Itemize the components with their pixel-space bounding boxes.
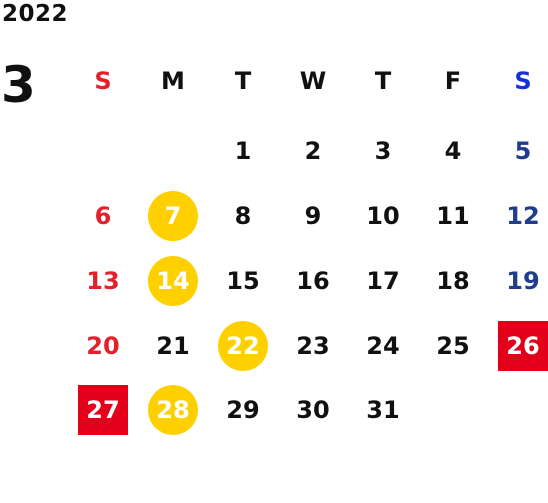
day-cell-highlighted[interactable]: 28 (148, 385, 198, 435)
day-cell[interactable]: 24 (366, 332, 400, 360)
day-cell[interactable]: 12 (506, 202, 540, 230)
day-cell[interactable]: 25 (436, 332, 470, 360)
weekday-header-thu: T (374, 67, 392, 95)
day-cell[interactable]: 9 (304, 202, 322, 230)
day-cell[interactable]: 30 (296, 396, 330, 424)
day-cell[interactable]: 15 (226, 267, 260, 295)
weekday-header-tue: T (234, 67, 252, 95)
weekday-header-sat: S (514, 67, 532, 95)
day-cell[interactable]: 1 (234, 137, 252, 165)
day-cell[interactable]: 16 (296, 267, 330, 295)
day-cell[interactable]: 17 (366, 267, 400, 295)
day-cell-highlighted[interactable]: 7 (148, 191, 198, 241)
day-cell-highlighted[interactable]: 22 (218, 321, 268, 371)
day-cell[interactable]: 10 (366, 202, 400, 230)
day-cell[interactable]: 20 (86, 332, 120, 360)
day-cell[interactable]: 29 (226, 396, 260, 424)
day-cell[interactable]: 8 (234, 202, 252, 230)
day-cell[interactable]: 23 (296, 332, 330, 360)
day-cell-holiday[interactable]: 27 (78, 385, 128, 435)
day-cell[interactable]: 2 (304, 137, 322, 165)
day-cell[interactable]: 6 (94, 202, 112, 230)
day-cell[interactable]: 19 (506, 267, 540, 295)
weekday-header-sun: S (94, 67, 112, 95)
weekday-header-mon: M (161, 67, 185, 95)
weekday-header-wed: W (299, 67, 327, 95)
calendar-month: 3 (1, 56, 36, 114)
day-cell[interactable]: 3 (374, 137, 392, 165)
weekday-header-fri: F (444, 67, 462, 95)
calendar-year: 2022 (2, 1, 69, 27)
day-cell[interactable]: 13 (86, 267, 120, 295)
day-cell-holiday[interactable]: 26 (498, 321, 548, 371)
day-cell[interactable]: 31 (366, 396, 400, 424)
day-cell[interactable]: 21 (156, 332, 190, 360)
day-cell[interactable]: 18 (436, 267, 470, 295)
day-cell[interactable]: 4 (444, 137, 462, 165)
day-cell[interactable]: 11 (436, 202, 470, 230)
day-cell[interactable]: 5 (514, 137, 532, 165)
day-cell-highlighted[interactable]: 14 (148, 256, 198, 306)
